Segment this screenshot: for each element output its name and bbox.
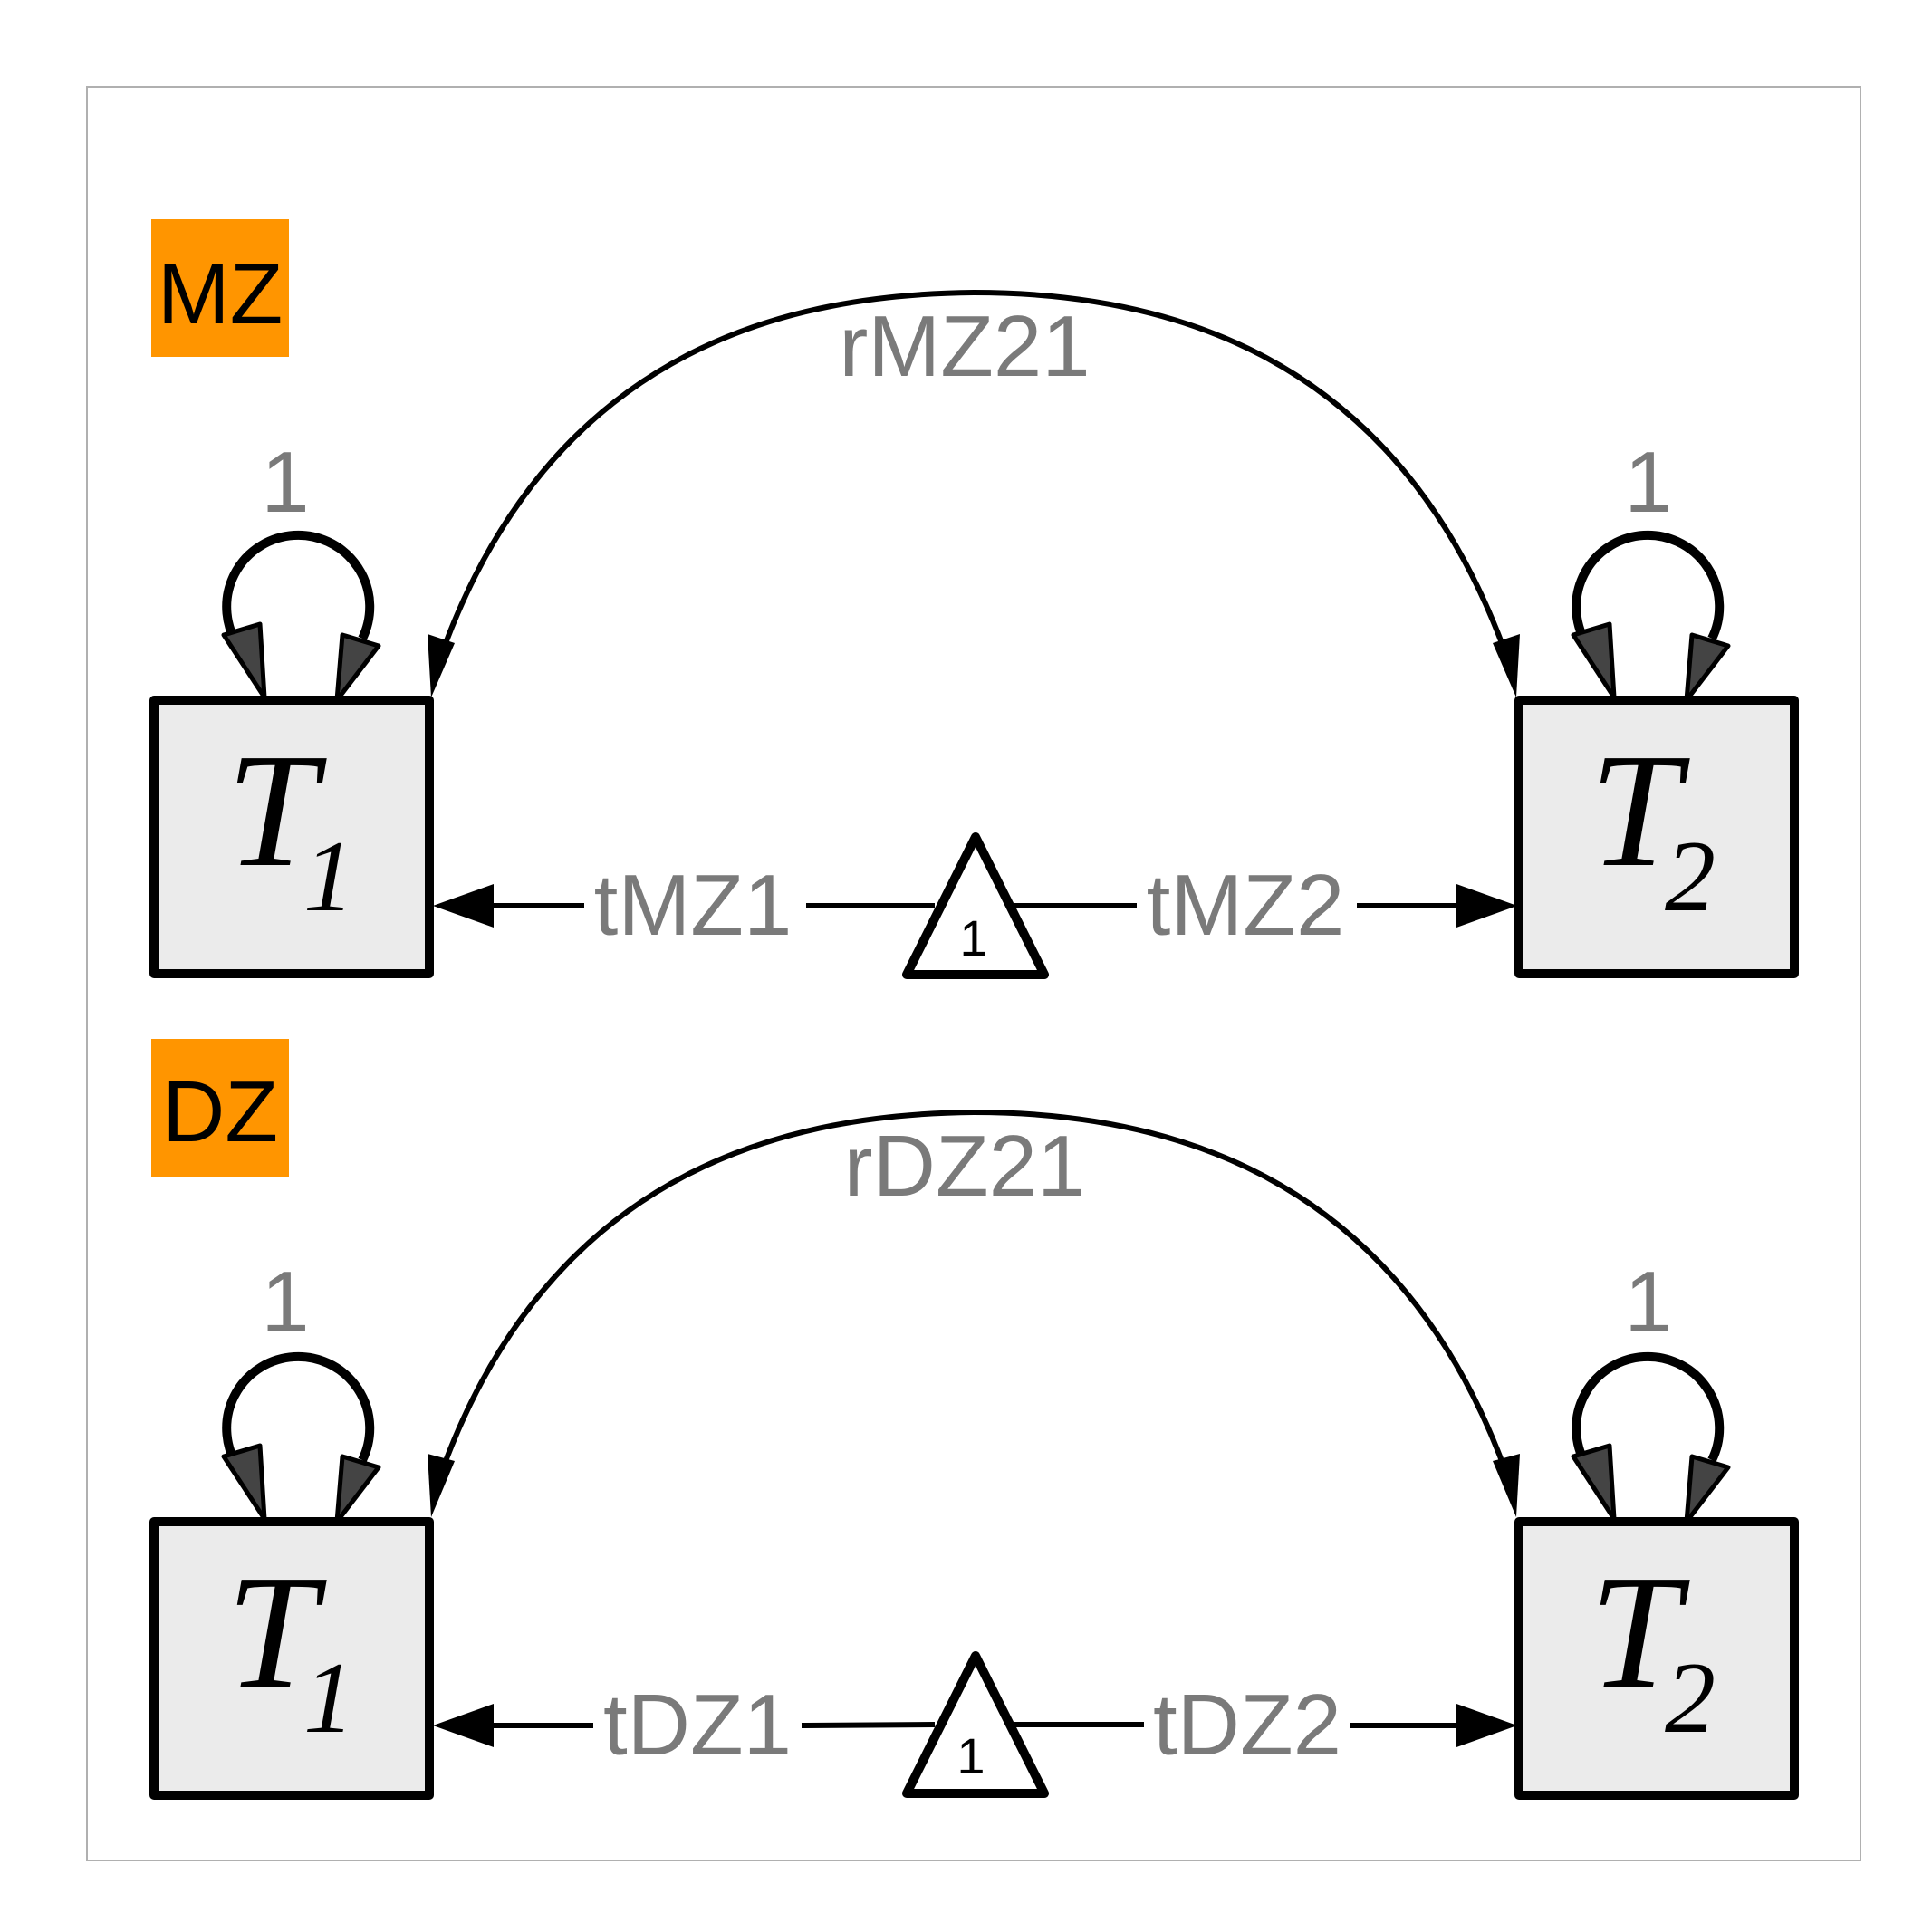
constant-triangle: [902, 1651, 1049, 1798]
loop-arrowhead-right-a: [1571, 1443, 1617, 1522]
loop-arrowhead-left-b: [334, 632, 381, 703]
mean-arrowhead-left: [433, 884, 494, 928]
variable-box-right: [1514, 696, 1799, 978]
variable-letter-left: T: [226, 720, 327, 900]
variable-subscript-right: 2: [1665, 821, 1716, 933]
mean-label-left: tDZ1: [603, 1677, 792, 1773]
constant-label: 1: [956, 1727, 985, 1784]
covariance-label: rDZ21: [844, 1118, 1086, 1215]
variable-subscript-right: 2: [1665, 1642, 1716, 1754]
variance-label-left: 1: [261, 434, 309, 531]
variable-letter-right: T: [1590, 720, 1690, 900]
group-dz: DZ rDZ21 1 1 T 1 T 2 tDZ1 tDZ2 1: [149, 1039, 1799, 1800]
variable-box-left: [149, 696, 434, 978]
arrowhead-left: [428, 1454, 455, 1517]
variable-letter-left: T: [226, 1542, 327, 1722]
covariance-label: rMZ21: [839, 298, 1090, 395]
variance-label-left: 1: [261, 1254, 309, 1350]
constant-label: 1: [959, 909, 987, 966]
variable-subscript-left: 1: [303, 821, 354, 933]
loop-arrowhead-right-a: [1571, 621, 1617, 700]
variance-loop-left: [222, 1351, 375, 1470]
mean-arrowhead-right: [1456, 1704, 1517, 1747]
mean-arrowhead-right: [1456, 884, 1517, 928]
arrowhead-right: [1493, 634, 1520, 697]
group-tag-label: DZ: [162, 1063, 278, 1160]
constant-triangle: [902, 832, 1049, 979]
arrowhead-left: [428, 634, 455, 697]
variable-box-left: [149, 1517, 434, 1800]
group-tag-mz: [151, 219, 289, 357]
variance-loop-left: [222, 530, 375, 649]
variable-letter-right: T: [1590, 1542, 1690, 1722]
variable-subscript-left: 1: [303, 1642, 354, 1754]
loop-arrowhead-left-a: [221, 621, 267, 700]
variance-loop-right: [1572, 530, 1725, 649]
loop-arrowhead-left-a: [221, 1443, 267, 1522]
covariance-arc: [443, 289, 1504, 645]
group-mz: MZ rMZ21 1 1 T 1 T 2 tMZ1 tMZ2 1: [149, 219, 1799, 979]
group-tag-label: MZ: [158, 245, 284, 342]
arrowhead-right: [1493, 1454, 1520, 1517]
diagram-frame: [86, 86, 1861, 1861]
loop-arrowhead-left-b: [334, 1454, 381, 1524]
variance-label-right: 1: [1624, 1254, 1672, 1350]
mean-arrowhead-left: [433, 1704, 494, 1747]
covariance-arc: [443, 1109, 1504, 1463]
loop-arrowhead-right-b: [1684, 632, 1731, 703]
mean-label-right: tDZ2: [1153, 1677, 1341, 1773]
variance-label-right: 1: [1624, 434, 1672, 531]
mean-label-right: tMZ2: [1147, 857, 1345, 954]
loop-arrowhead-right-b: [1684, 1454, 1731, 1524]
variable-box-right: [1514, 1517, 1799, 1800]
mean-label-left: tMZ1: [594, 857, 793, 954]
group-tag-dz: [151, 1039, 289, 1177]
variance-loop-right: [1572, 1351, 1725, 1470]
